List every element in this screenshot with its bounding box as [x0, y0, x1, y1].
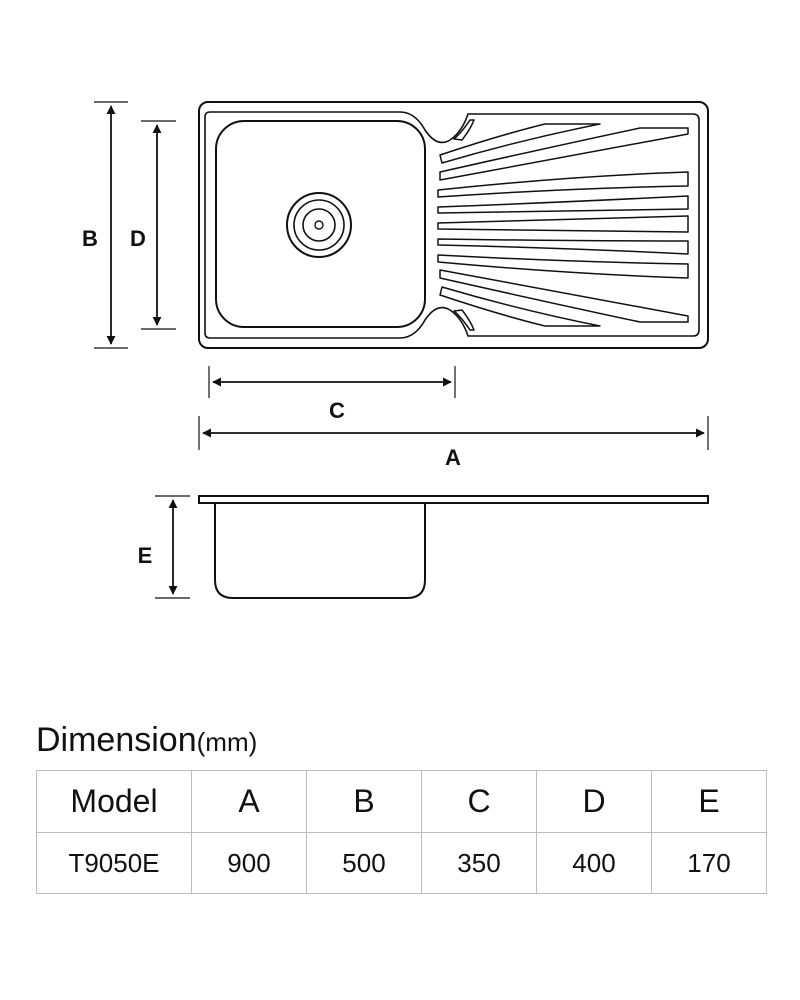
header-c: C [421, 770, 537, 833]
dimension-unit: (mm) [196, 727, 258, 757]
label-a: A [445, 445, 461, 470]
dimension-d: D [130, 120, 176, 330]
sink-outer-rim [198, 101, 709, 349]
header-model: Model [36, 770, 192, 833]
drain-center [314, 220, 324, 230]
groove [437, 215, 689, 233]
drain-outer [286, 192, 352, 258]
label-b: B [82, 226, 98, 251]
groove [437, 254, 689, 279]
dimension-c: C [208, 366, 456, 423]
groove [437, 238, 689, 255]
sink-inner-rim [204, 111, 700, 339]
dimension-table: Model A B C D E T9050E 900 500 350 400 1… [36, 770, 767, 894]
sink-bowl [215, 120, 426, 328]
cell-d: 400 [536, 832, 652, 894]
table-header-row: Model A B C D E [36, 770, 767, 833]
cell-a: 900 [191, 832, 307, 894]
groove [437, 195, 689, 214]
sink-top-view [198, 101, 709, 349]
dimension-e: E [138, 495, 190, 599]
header-a: A [191, 770, 307, 833]
dimension-b: B [82, 101, 128, 349]
cell-c: 350 [421, 832, 537, 894]
cell-e: 170 [651, 832, 767, 894]
groove [439, 286, 601, 327]
sink-side-view [198, 495, 709, 599]
dimension-title-text: Dimension [36, 721, 197, 759]
label-c: C [329, 398, 345, 423]
drain-ring [293, 199, 345, 251]
groove [453, 119, 475, 141]
label-d: D [130, 226, 146, 251]
cell-b: 500 [306, 832, 422, 894]
drainboard-grooves [437, 119, 689, 331]
groove [437, 171, 689, 198]
groove [439, 127, 689, 181]
drain-middle [302, 208, 336, 242]
dimension-a: A [198, 416, 709, 470]
header-e: E [651, 770, 767, 833]
header-b: B [306, 770, 422, 833]
dimension-title: Dimension(mm) [36, 718, 257, 764]
cell-model: T9050E [36, 832, 192, 894]
groove [453, 309, 475, 331]
groove [439, 269, 689, 323]
sink-technical-drawing: B D C A E [82, 101, 709, 599]
side-rim [198, 495, 709, 504]
label-e: E [138, 543, 153, 568]
header-d: D [536, 770, 652, 833]
table-row: T9050E 900 500 350 400 170 [36, 832, 767, 894]
groove [439, 123, 601, 164]
side-bowl [214, 503, 426, 599]
